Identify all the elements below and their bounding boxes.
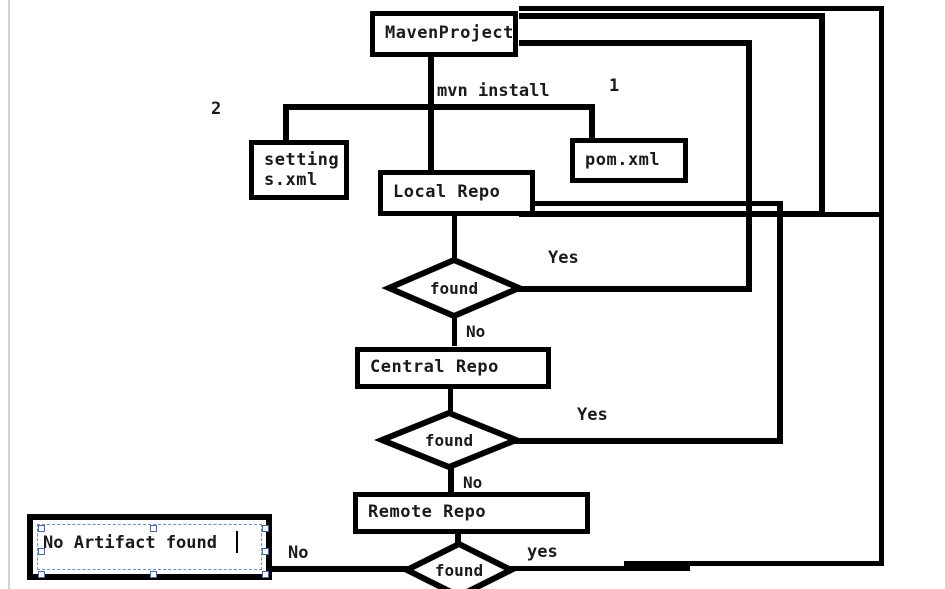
node-label: Central Repo xyxy=(370,357,499,378)
resize-handle-nw[interactable] xyxy=(38,525,45,532)
resize-handle-ne[interactable] xyxy=(262,525,269,532)
resize-handle-se[interactable] xyxy=(262,571,269,578)
connector-yes-local xyxy=(504,286,752,292)
connector-found-local-no xyxy=(452,313,457,346)
connector-loop3-right xyxy=(746,40,752,290)
label-yes-local: Yes xyxy=(548,248,579,268)
node-label: MavenProject xyxy=(385,23,514,44)
connector-yes-central xyxy=(500,438,783,444)
decision-found-remote[interactable]: found xyxy=(400,540,518,589)
connector-outer-right xyxy=(879,6,884,566)
label-marker-one: 1 xyxy=(609,76,620,96)
connector-found-central-no xyxy=(448,464,454,494)
node-settings-xml[interactable]: settings.xml xyxy=(249,140,349,200)
connector-mvn-branch xyxy=(283,104,595,110)
decision-found-local[interactable]: found xyxy=(381,256,527,320)
resize-handle-w[interactable] xyxy=(38,548,45,555)
diamond-shape xyxy=(373,409,525,471)
connector-outer-bottom xyxy=(624,561,884,566)
connector-loop2-top xyxy=(519,13,825,19)
selection-outline xyxy=(37,524,262,570)
node-label: Remote Repo xyxy=(368,502,487,523)
node-pom-xml[interactable]: pom.xml xyxy=(570,138,688,183)
diamond-shape xyxy=(381,256,527,320)
node-label: Local Repo xyxy=(393,182,501,203)
connector-localrepo-right-lower xyxy=(530,212,884,217)
connector-localrepo-vertical xyxy=(777,201,783,441)
decision-found-central[interactable]: found xyxy=(373,409,525,471)
connector-centralrepo-to-found xyxy=(448,386,453,416)
textbox-value: No Artifact found xyxy=(43,533,217,553)
label-no-central: No xyxy=(463,473,483,492)
resize-handle-s[interactable] xyxy=(150,571,157,578)
node-label: pom.xml xyxy=(585,149,661,170)
connector-yes-remote xyxy=(500,566,690,571)
connector-loop2-right xyxy=(819,13,825,216)
label-mvn-install: mvn install xyxy=(437,81,550,101)
connector-outer-top xyxy=(519,6,884,11)
no-artifact-found-textbox[interactable]: No Artifact found xyxy=(27,514,272,580)
connector-localrepo-to-found xyxy=(452,214,457,260)
label-marker-two: 2 xyxy=(211,99,222,119)
label-no-local: No xyxy=(466,322,486,341)
connector-to-settings xyxy=(283,104,289,142)
text-caret xyxy=(236,531,238,553)
connector-maven-to-localrepo xyxy=(428,54,434,172)
connector-localrepo-right-upper xyxy=(530,201,782,206)
connector-loop3-top xyxy=(519,40,752,46)
connector-to-pom xyxy=(589,104,595,140)
resize-handle-n[interactable] xyxy=(150,525,157,532)
diamond-shape xyxy=(400,540,518,589)
label-yes-remote: yes xyxy=(527,542,558,562)
node-maven-project[interactable]: MavenProject xyxy=(370,11,518,57)
resize-handle-sw[interactable] xyxy=(38,571,45,578)
connector-no-remote xyxy=(268,566,423,572)
canvas-left-gutter xyxy=(0,0,10,589)
label-yes-central: Yes xyxy=(577,405,608,425)
node-local-repo[interactable]: Local Repo xyxy=(378,170,535,216)
node-remote-repo[interactable]: Remote Repo xyxy=(353,492,590,534)
node-central-repo[interactable]: Central Repo xyxy=(355,347,551,389)
resize-handle-e[interactable] xyxy=(262,548,269,555)
label-no-remote: No xyxy=(288,543,309,563)
node-label: settings.xml xyxy=(264,150,340,190)
